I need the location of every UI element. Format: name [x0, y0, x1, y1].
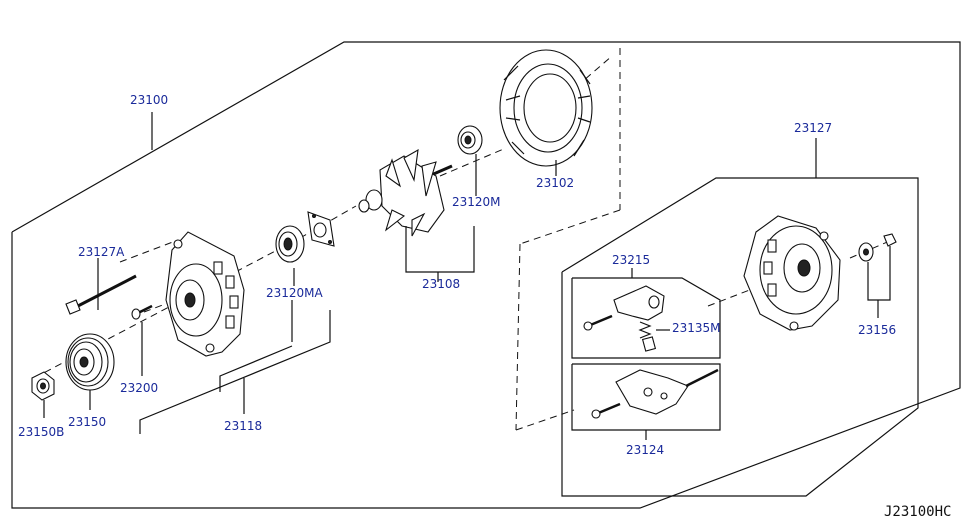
brush-holder-part[interactable]	[583, 285, 665, 331]
stator-part[interactable]	[499, 49, 593, 167]
rotor-part[interactable]	[358, 148, 453, 237]
rear-housing-part[interactable]	[743, 215, 841, 331]
part-label-23156[interactable]: 23156	[858, 323, 896, 337]
assembly-frame-23100	[11, 41, 961, 509]
front-bearing-part[interactable]	[275, 225, 305, 263]
regulator-part[interactable]	[591, 368, 719, 419]
part-label-23100[interactable]: 23100	[130, 93, 168, 107]
brush-spring-part[interactable]	[638, 321, 657, 352]
part-label-23118[interactable]: 23118	[224, 419, 262, 433]
rear-bearing-part[interactable]	[457, 125, 483, 155]
part-label-23150b[interactable]: 23150B	[18, 425, 64, 439]
part-label-23127a[interactable]: 23127A	[78, 245, 125, 259]
subassembly-frame-23215	[571, 277, 721, 359]
pulley-part[interactable]	[65, 333, 115, 391]
part-label-23102[interactable]: 23102	[536, 176, 574, 190]
terminal-insulator-part[interactable]	[858, 233, 897, 262]
diagram-code: J23100HC	[884, 504, 951, 520]
part-label-23127[interactable]: 23127	[794, 121, 832, 135]
part-label-23124[interactable]: 23124	[626, 443, 664, 457]
part-label-23135m[interactable]: 23135M	[672, 321, 721, 335]
bearing-retainer-part[interactable]	[307, 211, 335, 247]
through-bolt-part[interactable]	[65, 274, 137, 315]
leader-lines	[43, 112, 891, 440]
front-housing-part[interactable]	[165, 231, 245, 357]
part-label-23150[interactable]: 23150	[68, 415, 106, 429]
part-label-23215[interactable]: 23215	[612, 253, 650, 267]
part-label-23200[interactable]: 23200	[120, 381, 158, 395]
screw-part[interactable]	[131, 304, 153, 320]
part-label-23108[interactable]: 23108	[422, 277, 460, 291]
assembly-frame-23127	[561, 177, 919, 497]
part-label-23120ma[interactable]: 23120MA	[266, 286, 324, 300]
subassembly-frame-23124	[571, 363, 721, 431]
part-label-23120m[interactable]: 23120M	[452, 195, 501, 209]
pulley-nut-part[interactable]	[31, 371, 55, 401]
